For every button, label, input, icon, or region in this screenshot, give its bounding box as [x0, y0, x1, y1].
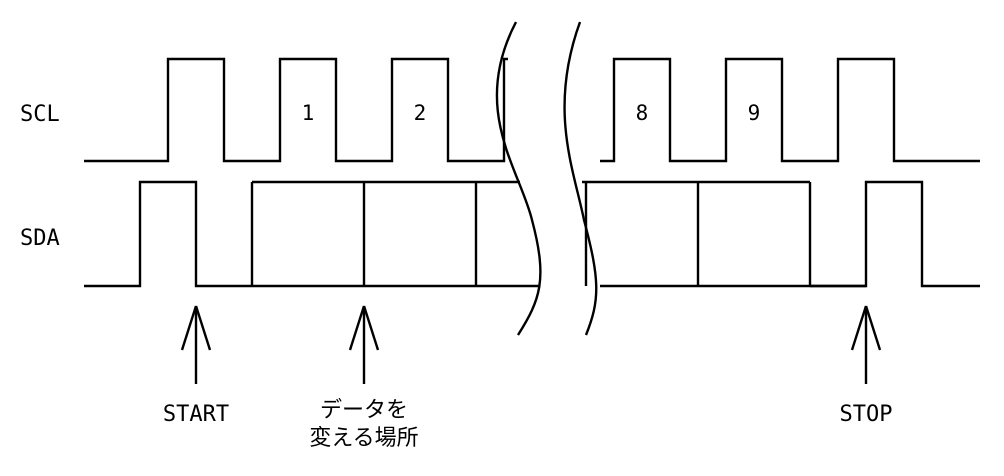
- bit-label-2: 2: [413, 101, 427, 125]
- data-change-annotation-line2: 変える場所: [309, 426, 419, 451]
- break-mark-right: [563, 21, 598, 336]
- stop-annotation: STOP: [839, 402, 893, 427]
- sda-stop-pulse: [810, 180, 980, 288]
- scl-label: SCL: [20, 102, 60, 127]
- break-mark-left: [495, 21, 542, 336]
- start-annotation: START: [162, 402, 230, 427]
- sda-start-pulse: [84, 180, 252, 288]
- sda-label: SDA: [20, 226, 60, 251]
- bit-label-1: 1: [301, 101, 315, 125]
- bit-label-9: 9: [747, 101, 761, 125]
- scl-waveform-after-break: [600, 57, 980, 163]
- data-change-annotation-line1: データを: [319, 398, 409, 423]
- bit-label-8: 8: [635, 101, 649, 125]
- data-change-arrow: [348, 305, 380, 384]
- scl-waveform: [84, 57, 508, 163]
- stop-arrow: [850, 305, 882, 384]
- start-arrow: [180, 305, 212, 384]
